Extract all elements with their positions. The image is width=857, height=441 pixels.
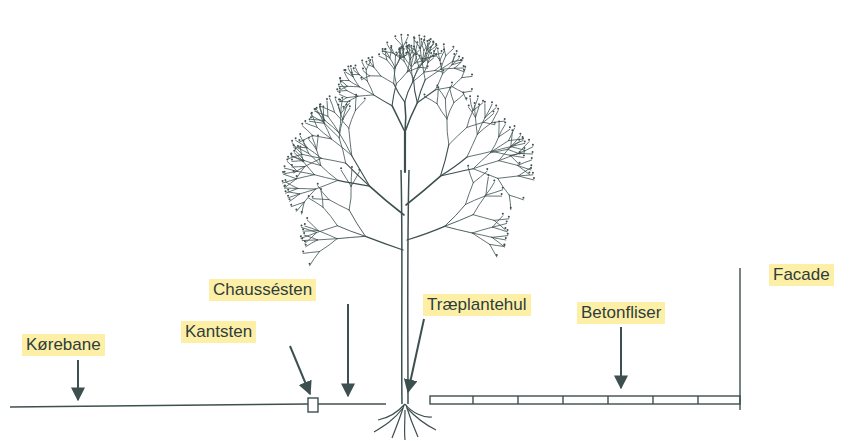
part-label: Facade	[773, 265, 830, 285]
curb	[308, 398, 318, 412]
part-label: Kørebane	[26, 335, 101, 355]
part-label: Træplantehul	[427, 295, 527, 315]
label-box: Træplantehul	[423, 294, 531, 316]
leader-arrows	[78, 304, 621, 400]
facade-line	[739, 268, 740, 410]
tree-trunk	[401, 170, 409, 404]
label-box: Facade	[769, 264, 834, 286]
label-box: Kantsten	[181, 321, 256, 343]
label-box: Betonfliser	[577, 302, 665, 324]
label-box: Kørebane	[22, 334, 105, 356]
part-label: Chaussésten	[213, 280, 312, 300]
tree-roots	[374, 404, 436, 440]
road-line	[10, 404, 308, 407]
part-label: Betonfliser	[581, 303, 661, 323]
part-label: Kantsten	[185, 322, 252, 342]
label-box: Chaussésten	[209, 279, 316, 301]
cobble-line	[318, 403, 386, 404]
slab-joints	[473, 396, 698, 404]
tree-crown	[282, 34, 535, 266]
paving-slabs	[430, 396, 740, 404]
